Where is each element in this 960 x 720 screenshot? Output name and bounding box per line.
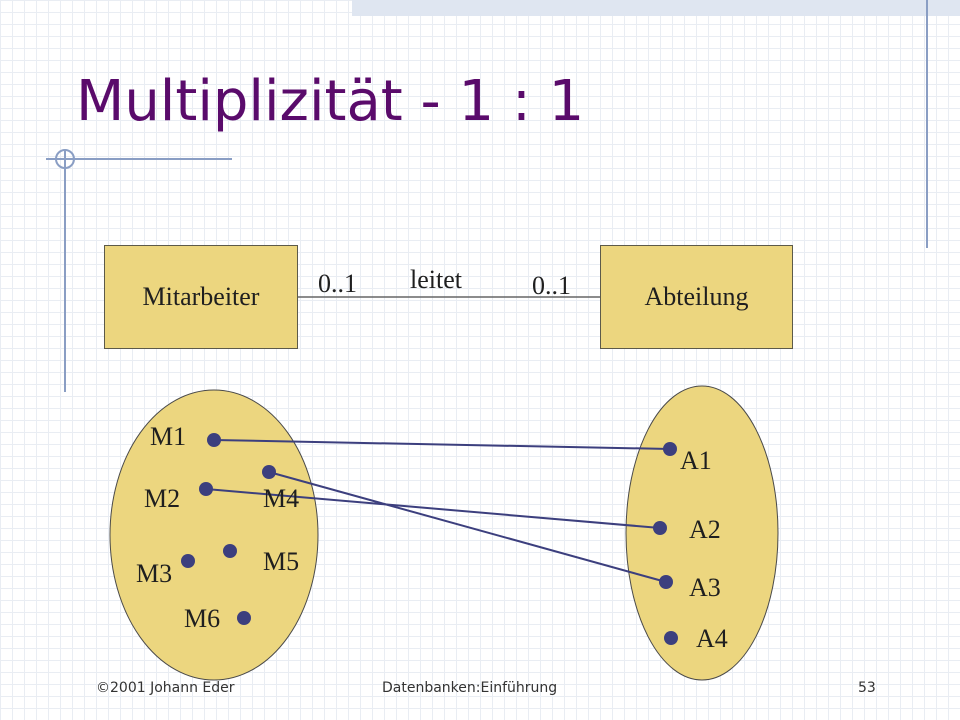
set-ellipse-right — [625, 385, 779, 681]
element-label-m5: M5 — [263, 547, 300, 576]
element-label-a2: A2 — [689, 515, 721, 544]
element-dot-m1 — [207, 433, 221, 447]
element-label-m6: M6 — [184, 604, 221, 633]
set-ellipse-left — [109, 389, 319, 681]
association-name: leitet — [410, 265, 462, 294]
element-dot-m2 — [199, 482, 213, 496]
element-dot-m3 — [181, 554, 195, 568]
links-layer — [205, 439, 671, 583]
footer-course: Datenbanken:Einführung — [382, 680, 558, 696]
slide-title: Multiplizität - 1 : 1 — [76, 69, 585, 134]
decorative-vertical-line — [64, 150, 66, 392]
element-label-m2: M2 — [144, 484, 181, 513]
element-dot-a2 — [653, 521, 667, 535]
link-m2-a2 — [205, 488, 661, 529]
element-dot-m6 — [237, 611, 251, 625]
element-label-a3: A3 — [689, 573, 721, 602]
decorative-top-bar — [352, 0, 960, 16]
element-label-m3: M3 — [136, 559, 173, 588]
footer-copyright: ©2001 Johann Eder — [96, 680, 235, 696]
element-dot-a1 — [663, 442, 677, 456]
decorative-circle — [55, 149, 75, 169]
element-label-a1: A1 — [680, 446, 712, 475]
multiplicity-right: 0..1 — [532, 271, 571, 300]
element-dot-m4 — [262, 465, 276, 479]
link-m4-a3 — [268, 471, 667, 583]
entity-box-mitarbeiter: Mitarbeiter — [104, 245, 298, 349]
multiplicity-left: 0..1 — [318, 269, 357, 298]
element-dot-a3 — [659, 575, 673, 589]
decorative-right-line — [926, 0, 928, 248]
element-label-m4: M4 — [263, 484, 300, 513]
element-label-a4: A4 — [696, 624, 728, 653]
element-dot-a4 — [664, 631, 678, 645]
link-m1-a1 — [213, 439, 671, 450]
dots-layer — [181, 433, 678, 645]
entity-label-left: Mitarbeiter — [142, 282, 260, 311]
entity-label-right: Abteilung — [644, 282, 749, 311]
entity-box-abteilung: Abteilung — [600, 245, 793, 349]
decorative-horizontal-line — [46, 158, 232, 160]
element-label-m1: M1 — [150, 422, 187, 451]
footer-page-number: 53 — [858, 680, 876, 696]
element-dot-m5 — [223, 544, 237, 558]
